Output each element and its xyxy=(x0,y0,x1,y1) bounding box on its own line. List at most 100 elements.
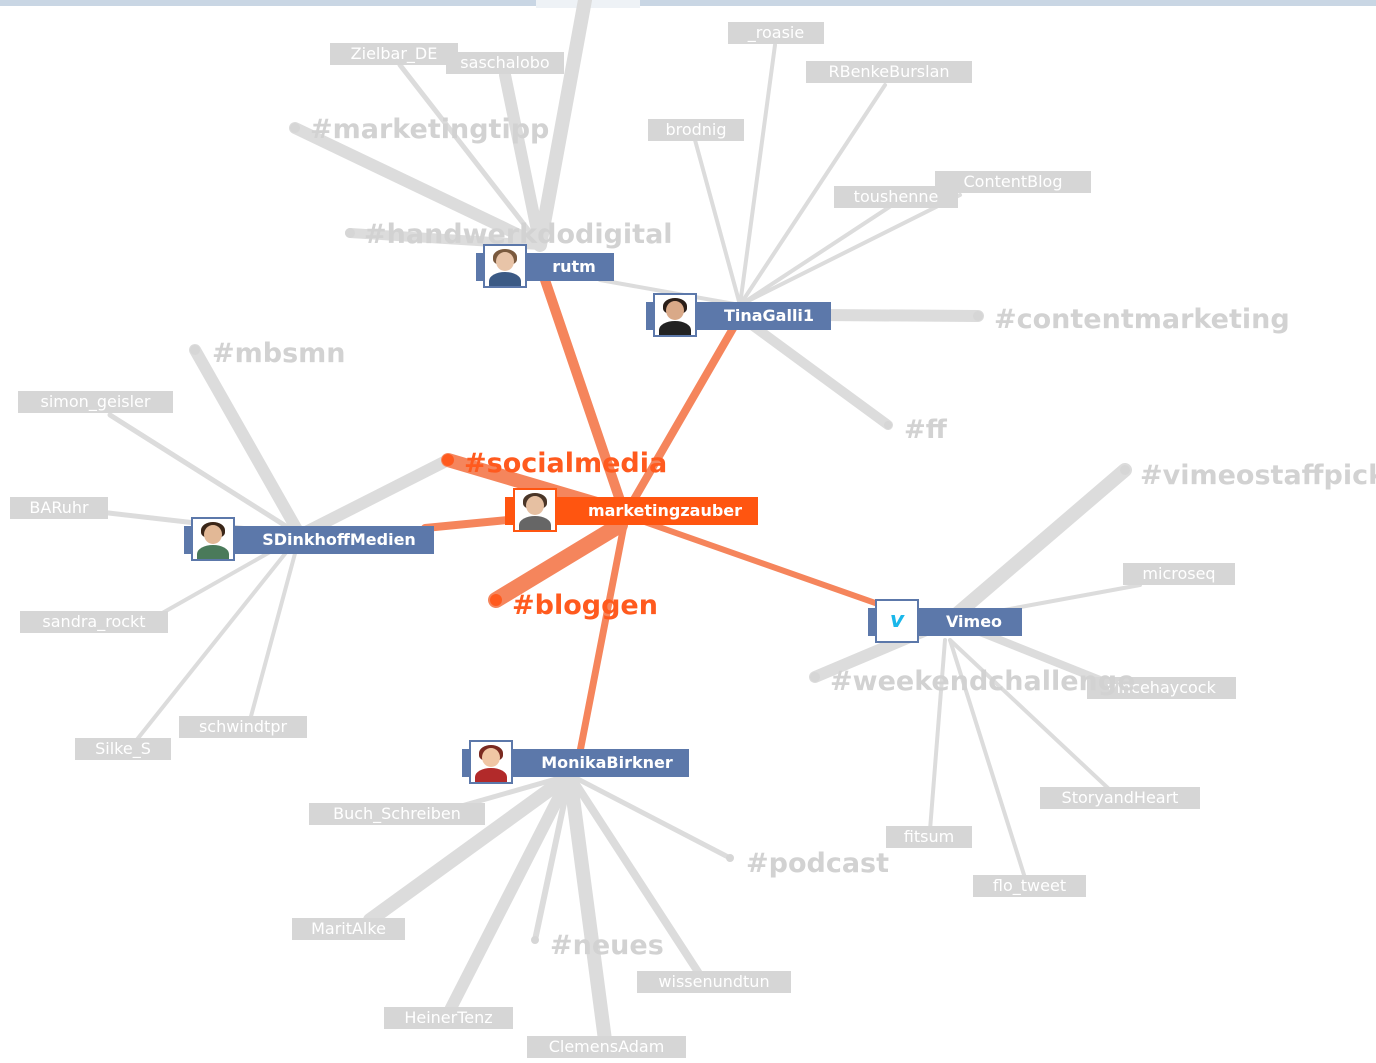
account-node[interactable]: flo_tweet xyxy=(973,875,1086,897)
edge xyxy=(248,533,302,722)
edge xyxy=(928,638,947,832)
edge xyxy=(533,0,592,252)
user-label: TinaGalli1 xyxy=(723,306,815,325)
vimeo-logo-icon: v xyxy=(889,608,905,633)
user-node-vimeo[interactable]: v Vimeo xyxy=(868,599,1022,643)
account-node[interactable]: toushenne xyxy=(834,186,958,208)
avatar-face xyxy=(204,525,222,544)
account-node[interactable]: ClemensAdam xyxy=(527,1036,686,1058)
user-node-marketingzauber[interactable]: marketingzauber xyxy=(505,488,758,532)
node-dot xyxy=(726,854,734,862)
edge xyxy=(444,769,576,1016)
avatar-face xyxy=(496,252,514,271)
node-dot xyxy=(490,594,502,606)
edge xyxy=(566,771,704,979)
account-node[interactable]: sandra_rockt xyxy=(20,611,168,633)
avatar-face xyxy=(482,748,500,767)
edge xyxy=(814,309,984,322)
node-dot xyxy=(973,311,983,321)
node-dot xyxy=(531,936,539,944)
avatar xyxy=(191,517,235,561)
avatar: v xyxy=(875,599,919,643)
node-dot xyxy=(884,421,892,429)
account-node[interactable]: Zielbar_DE xyxy=(330,43,458,65)
edge xyxy=(107,412,303,538)
hashtag-node[interactable]: #marketingtipp xyxy=(310,114,550,145)
edge xyxy=(499,69,546,251)
user-label: MonikaBirkner xyxy=(541,753,673,772)
edge xyxy=(948,638,1112,792)
hashtag-node[interactable]: #bloggen xyxy=(512,590,658,621)
edge xyxy=(363,768,577,927)
account-node[interactable]: simon_geisler xyxy=(18,391,173,413)
edge xyxy=(598,278,742,307)
avatar-face xyxy=(666,301,684,320)
edge xyxy=(738,193,962,307)
account-node[interactable]: ContentBlog xyxy=(935,171,1091,193)
hashtag-node[interactable]: #weekendchallenge xyxy=(830,666,1136,697)
user-node-rutm[interactable]: rutm xyxy=(476,244,614,288)
hashtag-node[interactable]: #neues xyxy=(550,930,664,961)
account-node[interactable]: BARuhr xyxy=(10,497,108,519)
avatar-body xyxy=(475,768,507,782)
account-node[interactable]: Silke_S xyxy=(75,738,171,760)
edge xyxy=(567,772,733,861)
edge xyxy=(133,533,302,744)
edge xyxy=(738,198,902,307)
account-node[interactable]: wissenundtun xyxy=(637,971,791,993)
node-dot xyxy=(190,345,200,355)
account-node[interactable]: saschalobo xyxy=(446,52,564,74)
account-node[interactable]: RBenkeBurslan xyxy=(806,61,972,83)
avatar-body xyxy=(519,516,551,530)
edge xyxy=(943,463,1132,627)
edge xyxy=(738,83,887,307)
edge xyxy=(345,228,545,250)
node-dot xyxy=(1120,465,1130,475)
user-node-tinagalli1[interactable]: TinaGalli1 xyxy=(646,293,831,337)
avatar-body xyxy=(659,321,691,335)
user-label: Vimeo xyxy=(945,612,1003,631)
account-node[interactable]: brodnig xyxy=(648,119,744,141)
user-node-sdinkhoffmedien[interactable]: SDinkhoffMedien xyxy=(184,517,434,561)
account-node[interactable]: microseq xyxy=(1123,563,1235,585)
avatar xyxy=(513,488,557,532)
account-node[interactable]: fitsum xyxy=(886,826,972,848)
account-node[interactable]: vincehaycock xyxy=(1087,677,1236,699)
edge-active xyxy=(488,517,628,608)
edge xyxy=(189,344,306,541)
edge xyxy=(948,638,1027,880)
hashtag-node[interactable]: #socialmedia xyxy=(464,448,668,479)
edge xyxy=(740,315,893,430)
top-bar xyxy=(0,0,1376,6)
node-dot xyxy=(810,672,820,682)
hashtag-node[interactable]: #vimeostaffpick xyxy=(1140,460,1376,491)
edge-active xyxy=(622,512,898,613)
edge-active xyxy=(574,516,629,766)
edge xyxy=(294,454,454,541)
account-node[interactable]: MaritAlke xyxy=(292,918,405,940)
edge-active xyxy=(621,321,739,519)
hashtag-node[interactable]: #ff xyxy=(904,415,947,445)
user-label: rutm xyxy=(552,257,596,276)
account-node[interactable]: HeinerTenz xyxy=(384,1007,513,1029)
avatar xyxy=(483,244,527,288)
account-node[interactable]: _roasie xyxy=(728,22,824,44)
edge-active xyxy=(540,275,630,520)
account-node[interactable]: StoryandHeart xyxy=(1040,787,1200,809)
account-node[interactable]: schwindtpr xyxy=(179,716,307,738)
hashtag-node[interactable]: #contentmarketing xyxy=(994,304,1290,335)
edge xyxy=(289,122,546,251)
user-node-monikabirkner[interactable]: MonikaBirkner xyxy=(462,740,689,784)
edge xyxy=(693,138,742,307)
hashtag-node[interactable]: #podcast xyxy=(746,848,890,879)
node-dot xyxy=(290,123,300,133)
user-label: SDinkhoffMedien xyxy=(262,530,416,549)
account-node[interactable]: Buch_Schreiben xyxy=(309,803,485,825)
edge xyxy=(397,62,543,248)
edge xyxy=(738,43,777,307)
edge xyxy=(532,772,573,943)
avatar-body xyxy=(489,272,521,286)
avatar xyxy=(469,740,513,784)
hashtag-node[interactable]: #mbsmn xyxy=(212,338,346,369)
edge xyxy=(563,768,612,1047)
